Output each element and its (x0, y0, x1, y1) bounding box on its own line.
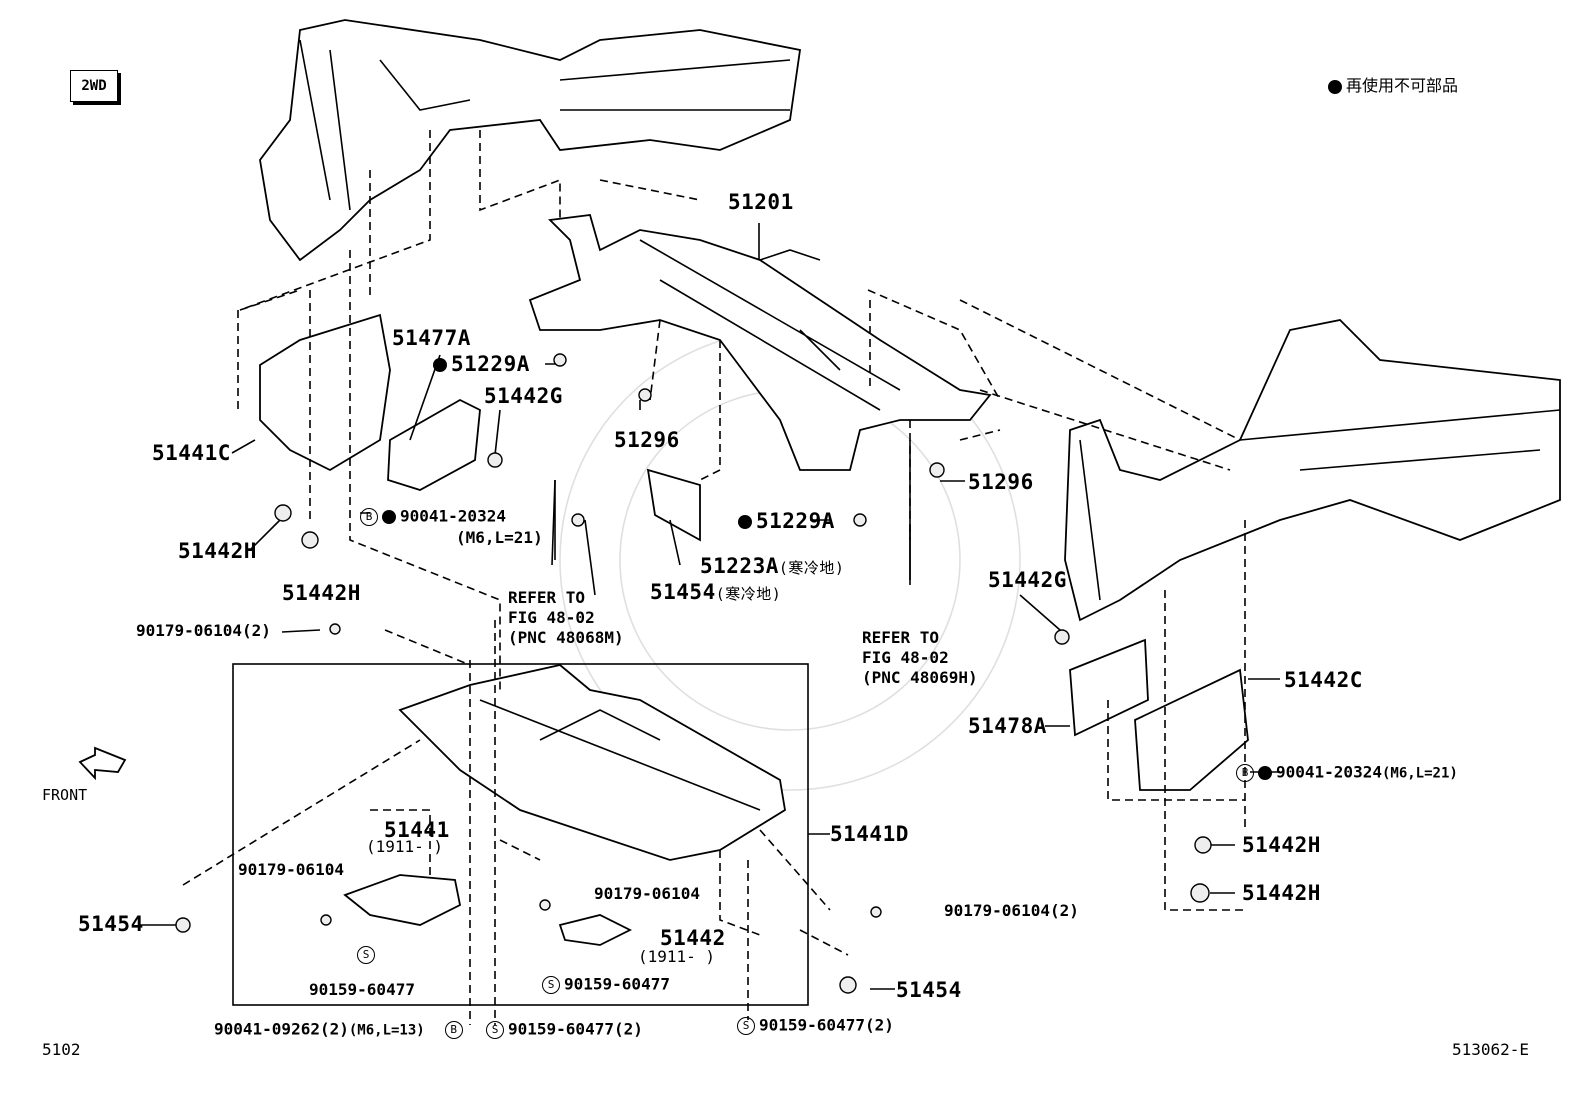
label-51454-left[interactable]: 51454 (78, 912, 144, 936)
shield-51442c (1134, 668, 1249, 791)
shield-51477a (387, 398, 481, 491)
label-51229a-top[interactable]: 51229A (433, 354, 530, 375)
label-51441-date: (1911- ) (366, 837, 444, 856)
marker-s-a: S (357, 946, 379, 964)
marker-b-icon: B (1236, 764, 1254, 782)
label-51442g-right[interactable]: 51442G (988, 568, 1067, 592)
marker-b-icon: B (360, 508, 378, 526)
front-arrow (78, 746, 127, 781)
label-51442c[interactable]: 51442C (1284, 668, 1363, 692)
marker-s-icon: S (542, 976, 560, 994)
label-51296-mid[interactable]: 51296 (614, 428, 680, 452)
label-90179-c[interactable]: 90179-06104(2) (944, 901, 1079, 920)
label-51454-mid[interactable]: 51454(寒冷地) (650, 580, 782, 604)
label-90179-b[interactable]: 90179-06104 (594, 884, 700, 903)
label-51442h-d[interactable]: 51442H (1242, 881, 1321, 905)
refer-fig-48069h[interactable]: REFER TO FIG 48-02 (PNC 48069H) (862, 628, 978, 687)
label-51223a[interactable]: 51223A(寒冷地) (700, 554, 845, 578)
shield-51478a (1069, 638, 1149, 737)
non-reusable-bullet-icon (1328, 79, 1342, 94)
shield-51441c (259, 313, 391, 472)
marker-s-icon: S (737, 1017, 755, 1035)
label-51441c[interactable]: 51441C (152, 441, 231, 465)
label-51477a[interactable]: 51477A (392, 326, 471, 350)
marker-b-icon: B (444, 1021, 463, 1039)
label-51441[interactable]: 51441 (384, 818, 450, 842)
non-reusable-bullet-icon (433, 358, 447, 372)
label-51229a-mid[interactable]: 51229A (738, 511, 835, 532)
label-90159-a[interactable]: 90159-60477 (309, 980, 415, 999)
label-51478a[interactable]: 51478A (968, 714, 1047, 738)
marker-s-icon: S (357, 946, 375, 964)
legend-non-reusable: 再使用不可部品 (1328, 78, 1458, 94)
cover-51441 (343, 874, 462, 926)
label-51442h-a[interactable]: 51442H (178, 539, 257, 563)
variant-badge: 2WD (70, 70, 118, 102)
label-51442h-b[interactable]: 51442H (282, 581, 361, 605)
cover-51442 (558, 914, 633, 946)
label-51442h-c[interactable]: 51442H (1242, 833, 1321, 857)
label-51201[interactable]: 51201 (728, 190, 794, 214)
label-51454-right[interactable]: 51454 (896, 978, 962, 1002)
footer-right-code: 513062-E (1452, 1040, 1530, 1059)
refer-fig-48068m[interactable]: REFER TO FIG 48-02 (PNC 48068M) (508, 588, 624, 647)
front-label: FRONT (42, 786, 88, 804)
label-51296-right[interactable]: 51296 (968, 470, 1034, 494)
label-90041-bottom[interactable]: 90041-09262(2)(M6,L=13)B (214, 1021, 467, 1039)
bracket-51223a (646, 468, 701, 542)
left-body-frame (259, 19, 802, 262)
leader-lines (140, 130, 1280, 1025)
footer-left-code: 5102 (42, 1040, 81, 1059)
label-51442g-left[interactable]: 51442G (484, 384, 563, 408)
label-51442[interactable]: 51442 (660, 926, 726, 950)
label-51442-date: (1911- ) (638, 947, 716, 966)
marker-s-icon: S (486, 1021, 504, 1039)
non-reusable-bullet-icon (1258, 766, 1272, 780)
non-reusable-bullet-icon (738, 515, 752, 529)
engine-under-cover-51441d (398, 664, 786, 861)
label-90041-left-spec: (M6,L=21) (456, 528, 543, 547)
label-90179-a[interactable]: 90179-06104 (238, 860, 344, 879)
right-body-frame (1064, 319, 1561, 622)
fasteners (175, 353, 1212, 994)
non-reusable-bullet-icon (382, 510, 396, 524)
label-51441d[interactable]: 51441D (830, 822, 909, 846)
crossmember (528, 214, 992, 471)
label-90179-top[interactable]: 90179-06104(2) (136, 621, 271, 640)
